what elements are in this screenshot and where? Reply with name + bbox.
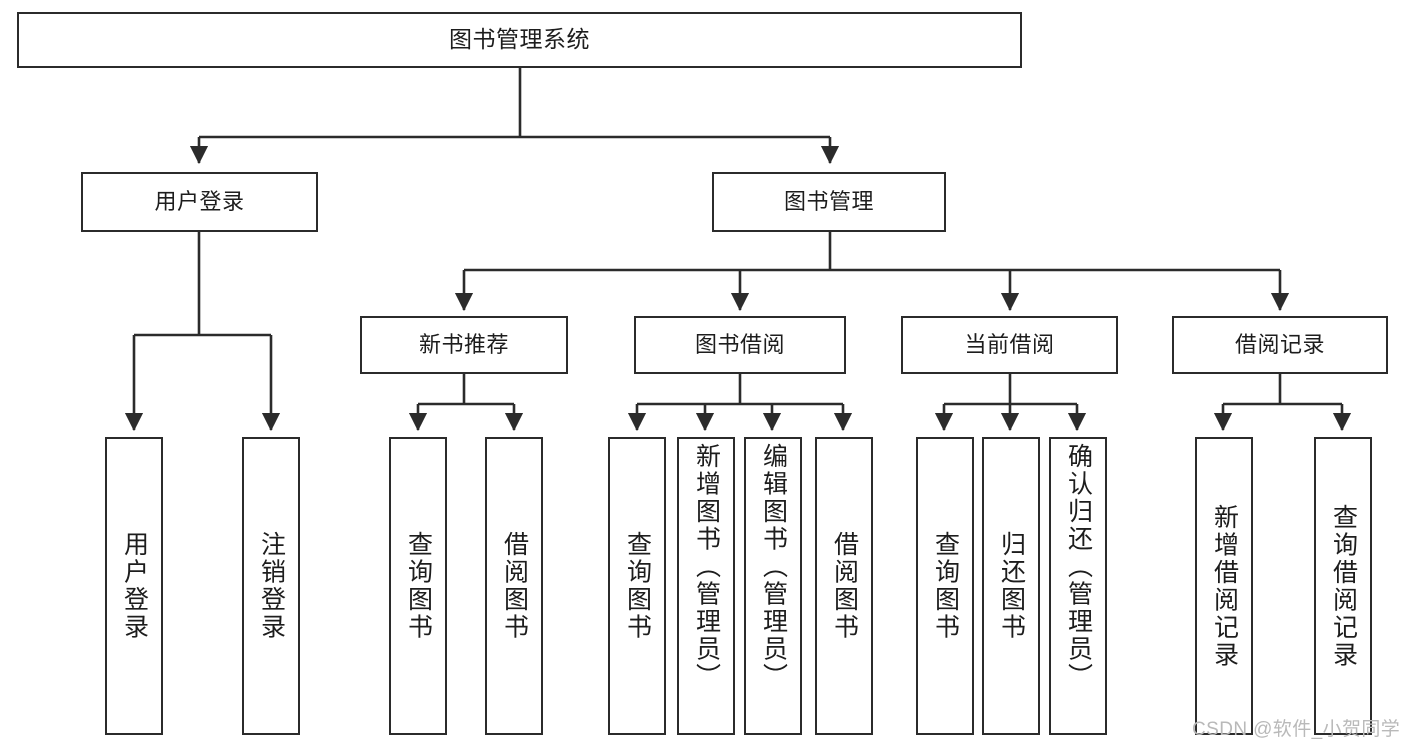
node-label: 图书管理系统 — [449, 26, 590, 53]
node-label: 新增图书（管理员） — [692, 443, 721, 691]
leaf-current-query-book[interactable]: 查询图书 — [916, 437, 974, 735]
node-label: 确认归还（管理员） — [1064, 443, 1093, 691]
node-label: 借阅图书 — [830, 531, 859, 641]
leaf-recommend-borrow-book[interactable]: 借阅图书 — [485, 437, 543, 735]
node-label: 查询图书 — [623, 531, 652, 641]
node-label: 查询图书 — [404, 531, 433, 641]
leaf-user-login[interactable]: 用户登录 — [105, 437, 163, 735]
node-new-book-recommend[interactable]: 新书推荐 — [360, 316, 568, 374]
node-label: 用户登录 — [120, 531, 149, 641]
node-label: 新增借阅记录 — [1210, 503, 1239, 669]
node-book-borrow[interactable]: 图书借阅 — [634, 316, 846, 374]
node-label: 新书推荐 — [418, 331, 509, 357]
csdn-watermark: CSDN @软件_小贺同学 — [1192, 719, 1401, 740]
leaf-borrow-add-book-admin[interactable]: 新增图书（管理员） — [677, 437, 735, 735]
leaf-borrow-query-book[interactable]: 查询图书 — [608, 437, 666, 735]
node-label: 归还图书 — [997, 531, 1026, 641]
leaf-borrow-borrow-book[interactable]: 借阅图书 — [815, 437, 873, 735]
leaf-borrow-edit-book-admin[interactable]: 编辑图书（管理员） — [744, 437, 802, 735]
leaf-record-add-record[interactable]: 新增借阅记录 — [1195, 437, 1253, 735]
node-label: 图书管理 — [783, 188, 874, 214]
node-label: 查询图书 — [931, 531, 960, 641]
leaf-current-return-book[interactable]: 归还图书 — [982, 437, 1040, 735]
leaf-current-confirm-return-admin[interactable]: 确认归还（管理员） — [1049, 437, 1107, 735]
node-user-login[interactable]: 用户登录 — [81, 172, 318, 232]
leaf-user-logout[interactable]: 注销登录 — [242, 437, 300, 735]
node-label: 当前借阅 — [964, 331, 1055, 357]
leaf-recommend-query-book[interactable]: 查询图书 — [389, 437, 447, 735]
node-borrow-record[interactable]: 借阅记录 — [1172, 316, 1388, 374]
node-label: 查询借阅记录 — [1329, 503, 1358, 669]
node-root-system[interactable]: 图书管理系统 — [17, 12, 1022, 68]
node-book-management[interactable]: 图书管理 — [712, 172, 946, 232]
node-label: 编辑图书（管理员） — [759, 443, 788, 691]
node-label: 图书借阅 — [694, 331, 785, 357]
node-label: 借阅图书 — [500, 531, 529, 641]
node-label: 用户登录 — [154, 188, 245, 214]
node-label: 借阅记录 — [1234, 331, 1325, 357]
node-label: 注销登录 — [257, 531, 286, 641]
node-current-borrow[interactable]: 当前借阅 — [901, 316, 1118, 374]
leaf-record-query-record[interactable]: 查询借阅记录 — [1314, 437, 1372, 735]
